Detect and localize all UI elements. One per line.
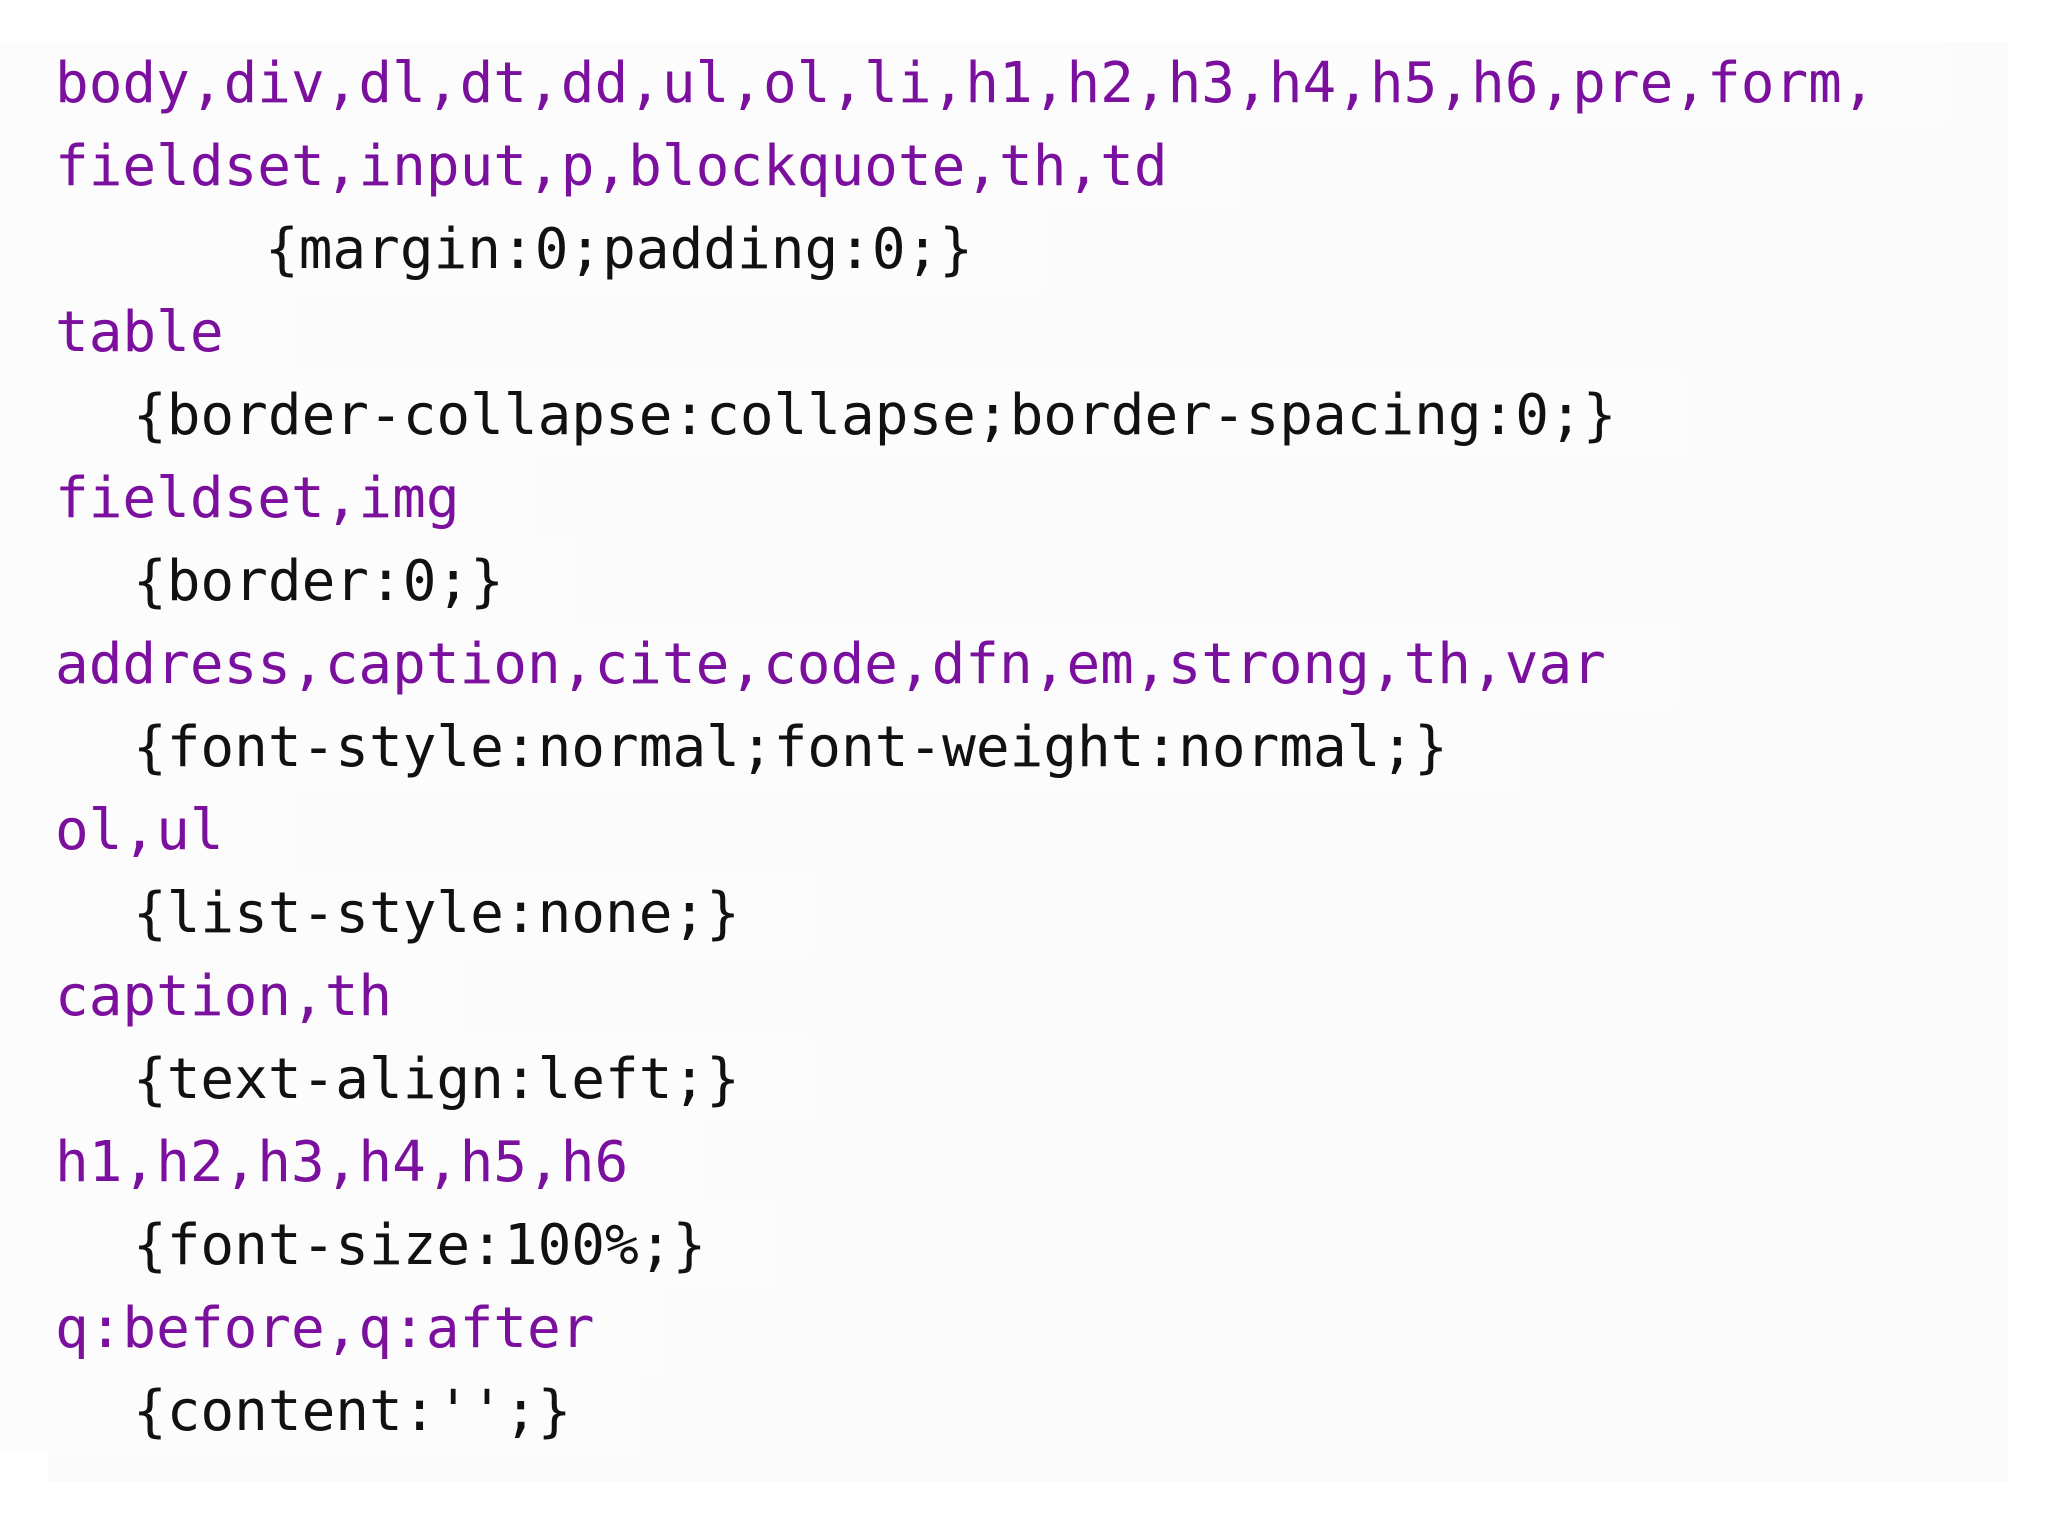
code-line-declaration: {border-collapse:collapse;border-spacing…	[0, 374, 1687, 457]
code-line-selector: ol,ul	[0, 789, 294, 872]
code-line-selector: table	[0, 291, 294, 374]
code-line-declaration: {border:0;}	[0, 540, 574, 623]
code-line-declaration: {margin:0;padding:0;}	[0, 208, 1044, 291]
code-line-declaration: {font-size:100%;}	[0, 1204, 777, 1287]
code-line-selector: h1,h2,h3,h4,h5,h6	[0, 1121, 699, 1204]
code-line-selector: caption,th	[0, 955, 463, 1038]
code-line-declaration: {content:'';}	[0, 1370, 642, 1453]
code-line-selector: body,div,dl,dt,dd,ul,ol,li,h1,h2,h3,h4,h…	[0, 42, 1946, 125]
code-line-selector: address,caption,cite,code,dfn,em,strong,…	[0, 623, 1676, 706]
code-line-selector: fieldset,input,p,blockquote,th,td	[0, 125, 1238, 208]
code-line-selector: fieldset,img	[0, 457, 530, 540]
code-line-declaration: {text-align:left;}	[0, 1038, 810, 1121]
code-lines: body,div,dl,dt,dd,ul,ol,li,h1,h2,h3,h4,h…	[0, 42, 2048, 1453]
code-line-selector: q:before,q:after	[0, 1287, 665, 1370]
code-line-declaration: {list-style:none;}	[0, 872, 810, 955]
code-line-declaration: {font-style:normal;font-weight:normal;}	[0, 706, 1518, 789]
